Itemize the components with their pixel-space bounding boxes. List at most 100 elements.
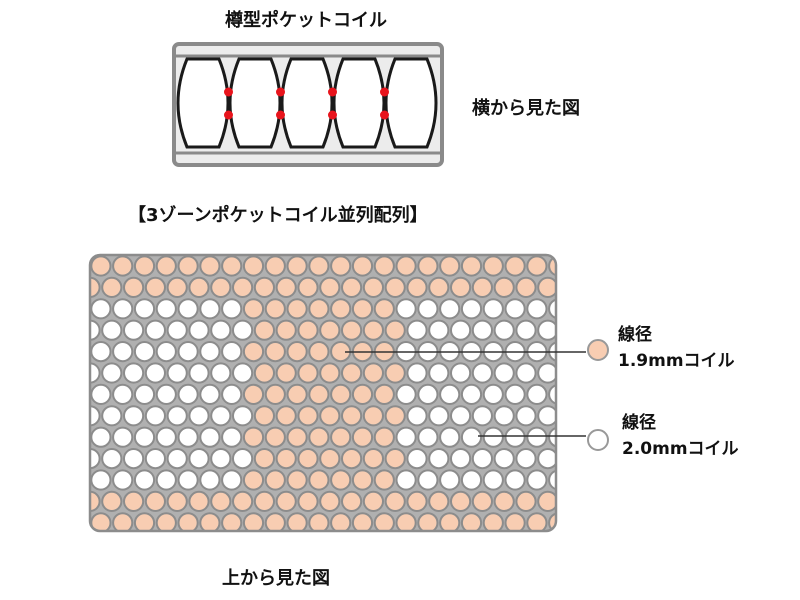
coil-2-0mm [112,298,134,320]
coil-2-0mm [537,319,556,341]
coil-2-0mm [221,383,243,405]
coil-1-9mm [341,319,363,341]
coil-1-9mm [330,469,352,491]
coil-1-9mm [112,512,134,531]
coil-1-9mm [144,276,166,298]
coil-1-9mm [232,490,254,512]
coil-2-0mm [537,405,556,427]
coil-2-0mm [428,362,450,384]
coil-2-0mm [221,469,243,491]
coil-1-9mm [319,490,341,512]
coil-1-9mm [373,383,395,405]
coil-2-0mm [90,426,112,448]
coil-1-9mm [395,255,417,277]
coil-2-0mm [526,298,548,320]
coil-1-9mm [319,448,341,470]
coil-2-0mm [177,341,199,363]
coil-1-9mm [482,512,504,531]
coil-2-0mm [482,469,504,491]
coil-1-9mm [177,255,199,277]
coil-2-0mm [493,362,515,384]
coil-2-0mm [177,298,199,320]
coil-2-0mm [482,426,504,448]
coil-1-9mm [188,276,210,298]
coil-1-9mm [439,512,461,531]
coil-2-0mm [90,383,112,405]
coil-1-9mm [384,362,406,384]
coil-2-0mm [471,362,493,384]
coil-1-9mm [384,319,406,341]
coil-1-9mm [319,362,341,384]
coil-1-9mm [264,298,286,320]
coil-1-9mm [297,362,319,384]
coil-2-0mm [504,298,526,320]
coil-2-0mm [188,319,210,341]
coil-2-0mm [428,405,450,427]
coil-2-0mm [70,299,89,318]
coil-1-9mm [297,319,319,341]
coil-2-0mm [188,405,210,427]
coil-1-9mm [362,362,384,384]
coil-2-0mm [439,469,461,491]
coil-1-9mm [232,276,254,298]
coil-1-9mm [264,383,286,405]
coil-1-9mm [406,490,428,512]
coil-2-0mm [199,383,221,405]
coil-2-0mm [199,469,221,491]
coil-2-0mm [406,448,428,470]
coil-1-9mm [264,426,286,448]
coil-1-9mm [362,405,384,427]
coil-2-0mm [439,426,461,448]
coil-1-9mm [362,276,384,298]
coil-2-0mm [123,362,145,384]
coil-1-9mm [428,490,450,512]
top-view-title: 【3ゾーンポケットコイル並列配列】 [128,205,428,226]
coil-2-0mm [166,405,188,427]
coil-1-9mm [253,405,275,427]
coil-1-9mm [362,490,384,512]
coil-1-9mm [471,276,493,298]
joint-dot [276,87,285,97]
coil-2-0mm [560,363,579,382]
coil-1-9mm [493,276,515,298]
coil-2-0mm [395,298,417,320]
coil-1-9mm [341,405,363,427]
coil-1-9mm [308,341,330,363]
coil-1-9mm [275,405,297,427]
joint-dot [224,110,233,120]
coil-1-9mm [188,490,210,512]
coil-1-9mm [351,255,374,277]
coil-1-9mm [264,255,286,277]
coil-2-0mm [417,383,439,405]
coil-2-0mm [515,319,537,341]
coil-2-0mm [155,469,177,491]
coil-1-9mm [560,492,579,511]
coil-1-9mm [242,298,265,320]
coil-2-0mm [504,383,526,405]
coil-1-9mm [384,490,406,512]
coil-1-9mm [460,255,483,277]
coil-1-9mm [482,255,504,277]
coil-1-9mm [112,255,134,277]
coil-2-0mm [504,469,526,491]
coil-1-9mm [373,426,395,448]
coil-1-9mm [526,512,548,531]
joint-dot [328,87,337,97]
coil-2-0mm [59,321,78,340]
coil-1-9mm [59,492,78,511]
coil-2-0mm [526,383,548,405]
coil-2-0mm [101,448,123,470]
coil-2-0mm [210,319,232,341]
coil-1-9mm [395,512,417,531]
coil-1-9mm [242,383,265,405]
coil-2-0mm [112,426,134,448]
coil-grid [59,255,579,531]
coil-1-9mm [199,512,221,531]
coil-1-9mm [242,469,265,491]
coil-2-0mm [155,426,177,448]
coil-1-9mm [144,490,166,512]
coil-2-0mm [439,298,461,320]
coil-2-0mm [526,469,548,491]
coil-1-9mm [351,298,374,320]
